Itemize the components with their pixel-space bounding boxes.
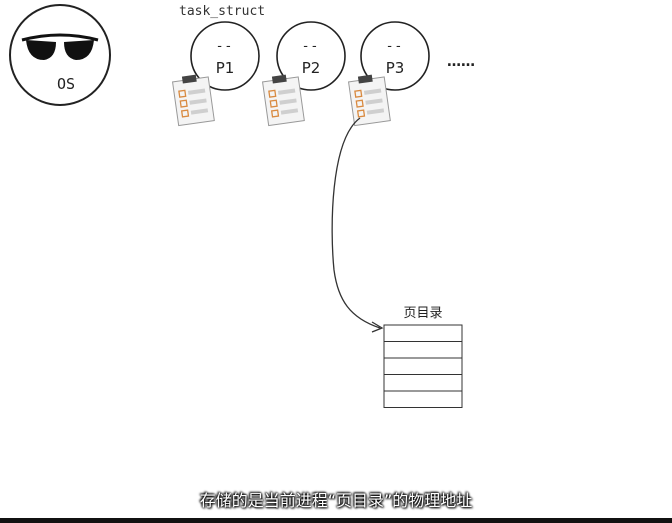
- process-p1: - - P1: [190, 21, 260, 91]
- process-p3: - - P3: [360, 21, 430, 91]
- page-directory-entry: [383, 374, 463, 392]
- page-directory: 页目录: [383, 306, 463, 408]
- os-avatar: OS: [9, 4, 111, 106]
- clipboard-icon: [171, 74, 215, 127]
- process-label: P1: [216, 59, 235, 77]
- page-directory-entry: [383, 357, 463, 375]
- process-p2: - - P2: [276, 21, 346, 91]
- clipboard-icon: [261, 74, 305, 127]
- task-struct-label: task_struct: [179, 4, 265, 19]
- page-directory-entry: [383, 341, 463, 359]
- process-label: P3: [386, 59, 405, 77]
- page-directory-entry: [383, 390, 463, 408]
- face: - -: [387, 39, 401, 54]
- face: - -: [303, 39, 317, 54]
- ellipsis: ……: [447, 54, 475, 70]
- clipboard-icon: [347, 74, 391, 127]
- os-label: OS: [57, 75, 75, 93]
- bottom-bar: [0, 518, 672, 523]
- clipboards: [171, 74, 391, 127]
- page-directory-rows: [383, 324, 463, 408]
- subtitle: 存储的是当前进程“页目录”的物理地址: [199, 491, 473, 510]
- process-label: P2: [302, 59, 321, 77]
- page-directory-title: 页目录: [403, 306, 442, 321]
- pointer-arrow: [331, 117, 384, 333]
- page-directory-entry: [383, 324, 463, 342]
- sunglasses-icon: [21, 33, 99, 60]
- face: - -: [217, 39, 231, 54]
